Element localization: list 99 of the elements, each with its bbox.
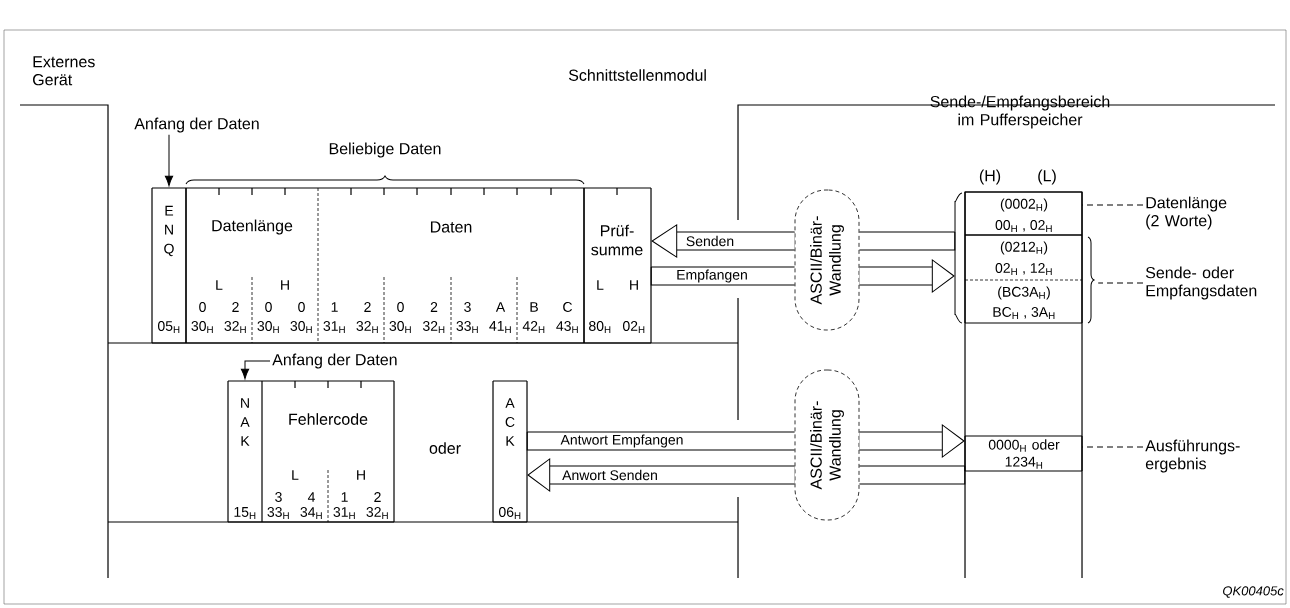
hex-code: 43$_{H}$ [556,321,578,333]
byte-values: BC$_{H}$ , 3A$_{H}$ [993,307,1055,319]
memory-cell [964,279,1083,324]
byte-label: L [216,280,223,290]
module-label: Schnittstellenmodul [568,69,706,81]
hex-code: 80$_{H}$ [589,321,611,333]
column-label: (H) [979,169,1001,185]
block-arrow [527,458,795,492]
block-arrow [859,259,955,293]
byte-label: L [292,470,299,480]
hex-code: 02$_{H}$ [623,321,645,333]
hex-code: 42$_{H}$ [522,321,545,333]
curly-brace [1087,236,1095,324]
byte-label: H [630,280,638,290]
ascii-char: B [530,302,538,312]
ascii-char: 0 [265,302,272,312]
edge-label: Empfangen [675,268,749,284]
leader-line [1097,282,1144,284]
figure-code: QK00405c [1223,586,1284,598]
hex-code: 30$_{H}$ [191,321,213,333]
ascii-char: 0 [298,302,305,312]
frame-field [185,187,319,344]
ascii-char: 2 [430,302,438,312]
annotation-label: Ausführungs- ergebnis [1145,439,1240,473]
ascii-char: 3 [464,302,471,312]
annotation-label: Anfang der Daten [272,353,397,369]
hex-code: 15$_{H}$ [234,507,256,519]
arrow [240,360,271,380]
device-label: Externes Gerät [33,56,95,86]
memory-cell [964,234,1083,281]
hex-code: 33$_{H}$ [456,321,478,333]
hex-code: 33$_{H}$ [267,507,289,519]
field-name: Daten [431,221,472,233]
byte-values: 02$_{H}$ , 12$_{H}$ [995,263,1052,275]
hex-code: 30$_{H}$ [290,321,312,333]
ascii-char: 2 [374,492,381,502]
field-name: Prüf- summe [591,224,643,256]
block-arrow [858,231,956,251]
hex-code: 34$_{H}$ [300,507,322,519]
ascii-char: 0 [397,302,404,312]
block-arrow [859,424,965,458]
frame-field [227,380,263,523]
hex-code: 30$_{H}$ [257,321,279,333]
leader-line [1081,204,1144,206]
column-label: (L) [1038,169,1056,185]
block-arrow [650,266,796,286]
ascii-char: 1 [341,492,348,502]
frame-field [317,187,585,344]
control-code: N A K [240,398,250,446]
ascii-char: 1 [331,302,338,312]
byte-label: H [357,470,365,480]
byte-label: L [597,280,604,290]
hex-code: 41$_{H}$ [489,321,511,333]
hex-code: 32$_{H}$ [356,321,378,333]
ascii-char: 3 [275,492,282,502]
hex-code: 31$_{H}$ [323,321,345,333]
annotation-label: Anfang der Daten [134,117,259,133]
block-arrow [858,465,966,485]
field-name: Datenlänge [212,219,293,235]
leader-line [1081,446,1144,448]
edge-label: Antwort Empfangen [559,433,685,449]
annotation-label: Datenlänge (2 Worte) [1146,196,1227,230]
ascii-char: 2 [232,302,239,312]
result-value: 0000$_{H}$ oder 1234$_{H}$ [988,439,1060,469]
word-value: (0212$_{H}$) [1000,241,1048,255]
control-code: E N Q [164,205,174,257]
hex-code: 32$_{H}$ [224,321,246,333]
word-value: (0002$_{H}$) [1000,198,1048,212]
bracket [954,192,963,324]
frame-field [261,380,395,523]
hex-code: 30$_{H}$ [389,321,411,333]
ascii-char: 4 [307,492,315,502]
ascii-char: C [563,302,573,312]
memory-cell [964,191,1083,236]
hex-code: 31$_{H}$ [333,507,355,519]
frame-field [151,187,187,344]
memory-cell [964,435,1083,472]
byte-label: H [281,280,289,290]
byte-values: 00$_{H}$ , 02$_{H}$ [995,220,1052,232]
hex-code: 05$_{H}$ [158,321,180,333]
field-name: Fehlercode [289,413,368,425]
block-arrow [651,224,795,258]
hex-code: 32$_{H}$ [366,507,388,519]
annotation-label: Sende- oder Empfangsdaten [1145,266,1257,300]
block-arrow [526,431,796,451]
memory-column [964,191,1083,579]
hex-code: 32$_{H}$ [422,321,445,333]
area-title: Sende-/Empfangsbereich im Pufferspeicher [930,95,1110,129]
ascii-char: 2 [364,302,371,312]
separator-word: oder [429,442,461,454]
brace-label: Beliebige Daten [329,142,441,158]
frame-field [583,187,652,344]
ascii-char: 0 [199,302,206,312]
hex-code: 06$_{H}$ [499,507,521,519]
control-code: A C K [505,398,515,446]
arrow [164,134,174,187]
word-value: (BC3A$_{H}$) [998,286,1050,300]
frame-field [492,380,528,523]
ascii-char: A [495,302,506,312]
